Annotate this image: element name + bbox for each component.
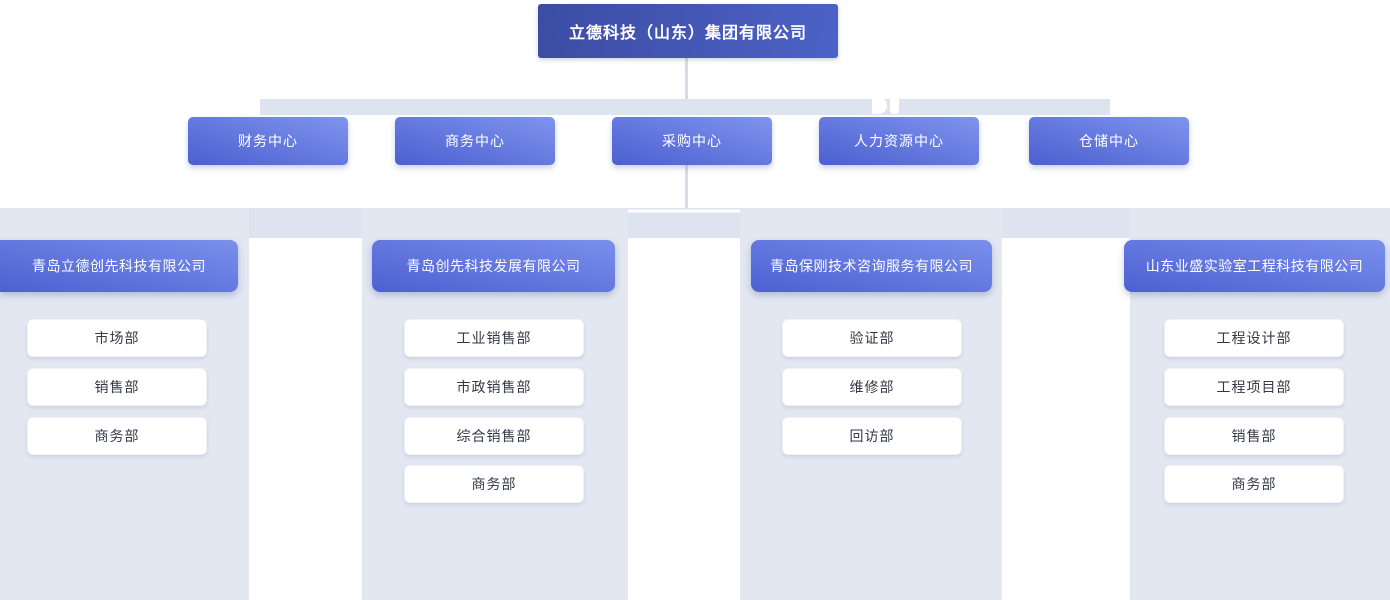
- department-node: 工业销售部: [404, 319, 584, 357]
- department-node: 综合销售部: [404, 417, 584, 455]
- department-node: 销售部: [27, 368, 207, 406]
- level2-connector-bar: [260, 99, 1110, 115]
- center-label: 仓储中心: [1079, 133, 1139, 149]
- department-node: 商务部: [27, 417, 207, 455]
- subsidiary-header-node: 山东业盛实验室工程科技有限公司: [1124, 240, 1385, 292]
- department-node: 市场部: [27, 319, 207, 357]
- center-node-hr: 人力资源中心: [819, 117, 979, 165]
- department-node: 销售部: [1164, 417, 1344, 455]
- subsidiary-header-node: 青岛创先科技发展有限公司: [372, 240, 615, 292]
- center-label: 商务中心: [445, 133, 505, 149]
- department-label: 回访部: [849, 428, 895, 444]
- root-company-node: 立德科技（山东）集团有限公司: [538, 4, 838, 58]
- subsidiary-header-node: 青岛保刚技术咨询服务有限公司: [751, 240, 992, 292]
- department-label: 市场部: [94, 330, 140, 346]
- center-label: 财务中心: [238, 133, 298, 149]
- department-label: 工业销售部: [456, 330, 532, 346]
- department-label: 工程项目部: [1216, 379, 1292, 395]
- department-node: 工程设计部: [1164, 319, 1344, 357]
- department-label: 维修部: [849, 379, 895, 395]
- root-company-label: 立德科技（山东）集团有限公司: [568, 25, 807, 42]
- center-node-procurement: 采购中心: [612, 117, 772, 165]
- render-artifact-notch: [872, 97, 887, 114]
- department-label: 销售部: [94, 379, 140, 395]
- department-node: 维修部: [782, 368, 962, 406]
- department-node: 市政销售部: [404, 368, 584, 406]
- subsidiary-name: 山东业盛实验室工程科技有限公司: [1145, 258, 1364, 274]
- center-label: 采购中心: [662, 133, 722, 149]
- subsidiary-name: 青岛创先科技发展有限公司: [406, 258, 581, 274]
- department-node: 商务部: [404, 465, 584, 503]
- subsidiary-name: 青岛保刚技术咨询服务有限公司: [770, 258, 973, 274]
- center-node-warehouse: 仓储中心: [1029, 117, 1189, 165]
- department-node: 回访部: [782, 417, 962, 455]
- department-label: 综合销售部: [456, 428, 532, 444]
- department-node: 工程项目部: [1164, 368, 1344, 406]
- center-label: 人力资源中心: [854, 133, 944, 149]
- center-node-finance: 财务中心: [188, 117, 348, 165]
- subsidiary-header-node: 青岛立德创先科技有限公司: [0, 240, 238, 292]
- subsidiary-name: 青岛立德创先科技有限公司: [32, 258, 206, 274]
- department-label: 验证部: [849, 330, 895, 346]
- department-label: 商务部: [1231, 476, 1277, 492]
- connector-center-to-bar: [685, 165, 688, 210]
- department-label: 工程设计部: [1216, 330, 1292, 346]
- department-node: 商务部: [1164, 465, 1344, 503]
- department-label: 商务部: [471, 476, 517, 492]
- render-artifact-notch: [890, 97, 899, 114]
- connector-root-to-bar: [685, 58, 688, 99]
- center-node-business: 商务中心: [395, 117, 555, 165]
- department-label: 市政销售部: [456, 379, 532, 395]
- department-label: 商务部: [94, 428, 140, 444]
- department-label: 销售部: [1231, 428, 1277, 444]
- level3-connector-bar: [115, 208, 1260, 238]
- department-node: 验证部: [782, 319, 962, 357]
